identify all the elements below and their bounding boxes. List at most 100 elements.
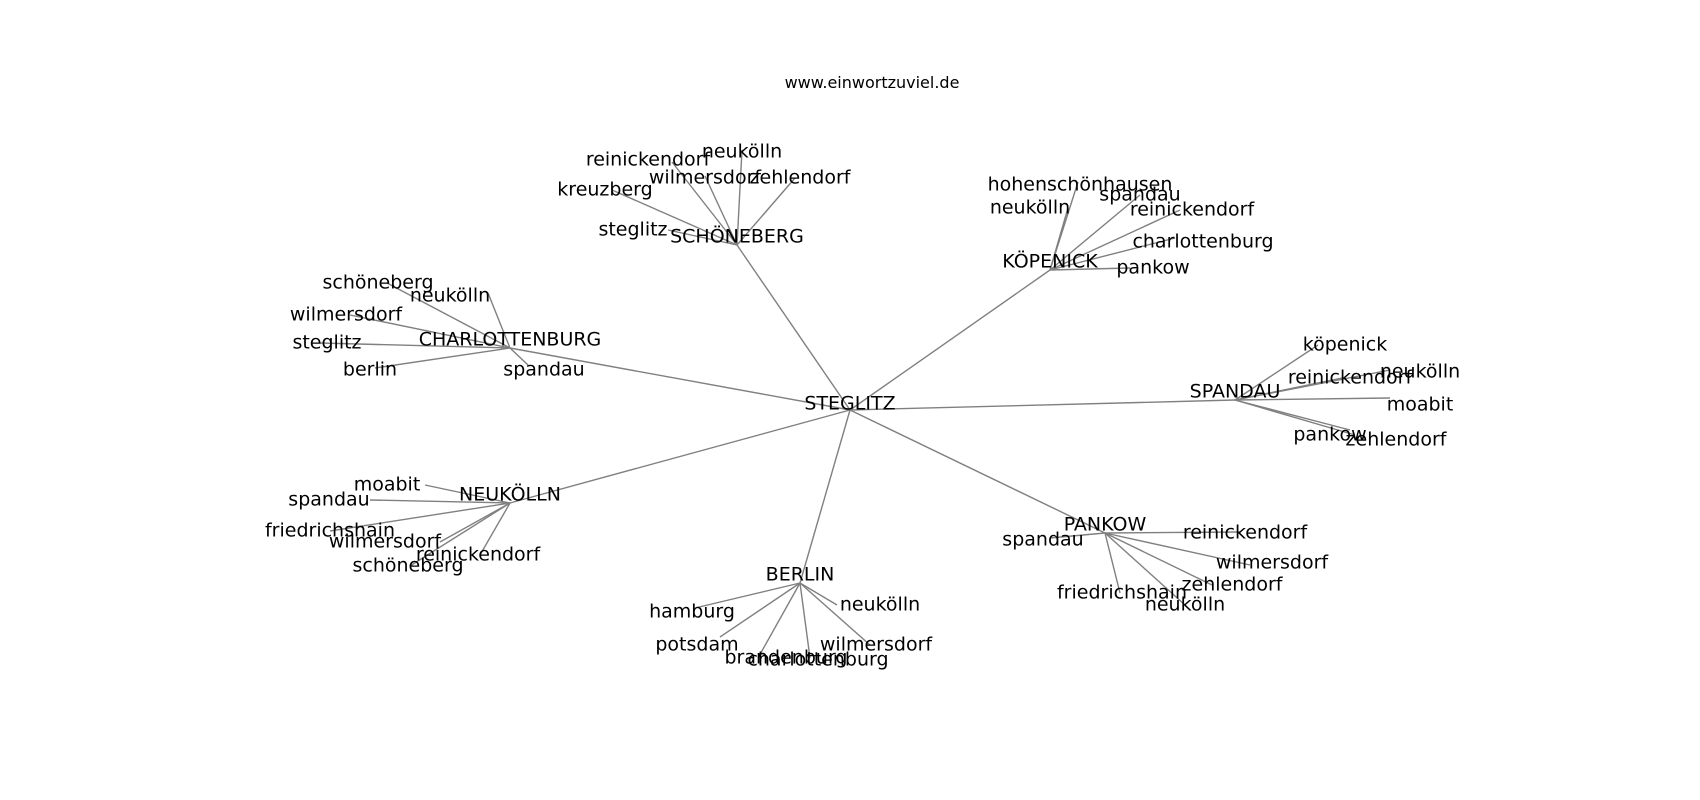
leaf-node-label: wilmersdorf — [290, 304, 404, 326]
center-node-label: STEGLITZ — [804, 393, 895, 415]
edge-center-to-hub — [849, 409, 1106, 534]
edge-center-to-hub — [736, 244, 851, 411]
leaf-node-label: potsdam — [655, 634, 738, 656]
edge-center-to-hub — [799, 409, 851, 584]
leaf-node-label: friedrichshain — [1057, 582, 1187, 604]
leaf-node-label: neukölln — [702, 141, 782, 163]
leaf-node-label: neukölln — [1380, 361, 1460, 383]
leaf-node-label: kreuzberg — [557, 179, 652, 201]
leaf-node-label: schöneberg — [352, 555, 463, 577]
leaf-node-label: reinickendorf — [1183, 522, 1309, 544]
edge-hub-to-leaf — [1104, 532, 1251, 566]
leaf-node-label: schöneberg — [322, 272, 433, 294]
hub-node-label: KÖPENICK — [1002, 250, 1098, 273]
edge-hub-to-leaf — [479, 502, 511, 556]
edge-hub-to-leaf — [319, 342, 511, 349]
edge-hub-to-leaf — [409, 502, 511, 567]
leaf-node-label: steglitz — [292, 332, 361, 354]
leaf-node-label: zehlendorf — [1346, 429, 1448, 451]
edge-layer — [319, 149, 1391, 659]
leaf-node-label: charlottenburg — [747, 649, 888, 671]
leaf-node-label: reinickendorf — [586, 149, 712, 171]
leaf-node-label: reinickendorf — [1130, 199, 1256, 221]
edge-hub-to-leaf — [719, 582, 801, 638]
edge-hub-to-leaf — [757, 582, 801, 659]
leaf-node-label: zehlendorf — [1182, 574, 1284, 596]
edge-hub-to-leaf — [374, 347, 511, 369]
leaf-node-label: hamburg — [649, 601, 735, 623]
edge-hub-to-leaf — [1234, 344, 1319, 401]
leaf-node-label: spandau — [288, 489, 369, 511]
label-layer: neuköllnreinickendorfwilmersdorfzehlendo… — [265, 141, 1460, 671]
edge-hub-to-leaf — [611, 189, 738, 246]
leaf-node-label: wilmersdorf — [1216, 552, 1330, 574]
edge-center-to-hub — [849, 269, 1051, 411]
edge-hub-to-leaf — [369, 499, 511, 504]
leaf-node-label: wilmersdorf — [649, 167, 763, 189]
hub-node-label: CHARLOTTENBURG — [419, 329, 602, 351]
leaf-node-label: reinickendorf — [416, 544, 542, 566]
edge-hub-to-leaf — [799, 582, 871, 646]
leaf-node-label: spandau — [1099, 184, 1180, 206]
edge-hub-to-leaf — [386, 282, 511, 349]
site-caption: www.einwortzuviel.de — [785, 73, 960, 92]
edge-hub-to-leaf — [799, 582, 838, 606]
edge-hub-to-leaf — [424, 484, 511, 504]
edge-hub-to-leaf — [1104, 532, 1121, 594]
leaf-node-label: neukölln — [840, 594, 920, 616]
edge-hub-to-leaf — [736, 177, 796, 246]
leaf-node-label: berlin — [343, 359, 397, 381]
leaf-node-label: pankow — [1116, 257, 1189, 279]
edge-hub-to-leaf — [1049, 237, 1176, 271]
leaf-node-label: charlottenburg — [1132, 231, 1273, 253]
edge-hub-to-leaf — [509, 347, 529, 366]
edge-hub-to-leaf — [736, 149, 743, 246]
edge-hub-to-leaf — [1104, 532, 1186, 606]
edge-hub-to-leaf — [671, 161, 738, 246]
edge-hub-to-leaf — [329, 502, 511, 532]
edge-hub-to-leaf — [667, 229, 738, 246]
edge-hub-to-leaf — [704, 175, 738, 246]
leaf-node-label: köpenick — [1303, 334, 1387, 356]
leaf-node-label: brandenburg — [725, 647, 848, 669]
leaf-node-label: pankow — [1293, 424, 1366, 446]
edge-hub-to-leaf — [1104, 531, 1241, 534]
edge-hub-to-leaf — [439, 502, 511, 543]
edge-hub-to-leaf — [1049, 532, 1106, 539]
edge-hub-to-leaf — [349, 314, 511, 349]
hub-node-label: NEUKÖLLN — [459, 483, 561, 506]
leaf-node-label: neukölln — [410, 285, 490, 307]
edge-center-to-hub — [849, 399, 1236, 411]
edge-center-to-hub — [509, 409, 851, 504]
hub-node-label: BERLIN — [766, 564, 835, 586]
leaf-node-label: moabit — [354, 474, 421, 496]
edge-center-to-hub — [509, 347, 851, 411]
hub-node-label: PANKOW — [1064, 514, 1147, 536]
leaf-node-label: spandau — [503, 359, 584, 381]
leaf-node-label: wilmersdorf — [329, 531, 443, 553]
edge-hub-to-leaf — [1234, 399, 1356, 436]
edge-hub-to-leaf — [799, 582, 811, 659]
leaf-node-label: spandau — [1002, 529, 1083, 551]
hub-node-label: SPANDAU — [1190, 381, 1281, 403]
leaf-node-label: zehlendorf — [750, 167, 852, 189]
leaf-node-label: moabit — [1387, 394, 1454, 416]
edge-hub-to-leaf — [1049, 209, 1181, 271]
edge-hub-to-leaf — [487, 292, 511, 349]
leaf-node-label: steglitz — [598, 219, 667, 241]
hub-node-label: SCHÖNEBERG — [670, 225, 804, 248]
edge-hub-to-leaf — [1049, 267, 1131, 271]
leaf-node-label: wilmersdorf — [820, 634, 934, 656]
leaf-node-label: neukölln — [990, 197, 1070, 219]
edge-hub-to-leaf — [1234, 397, 1391, 401]
leaf-node-label: reinickendorf — [1288, 367, 1414, 389]
edge-hub-to-leaf — [1104, 532, 1213, 586]
leaf-node-label: friedrichshain — [265, 520, 395, 542]
edge-hub-to-leaf — [1049, 207, 1069, 271]
edge-hub-to-leaf — [1234, 377, 1343, 401]
leaf-node-label: hohenschönhausen — [988, 174, 1173, 196]
edge-hub-to-leaf — [1049, 194, 1141, 271]
edge-hub-to-leaf — [694, 582, 801, 609]
leaf-node-label: neukölln — [1145, 594, 1225, 616]
